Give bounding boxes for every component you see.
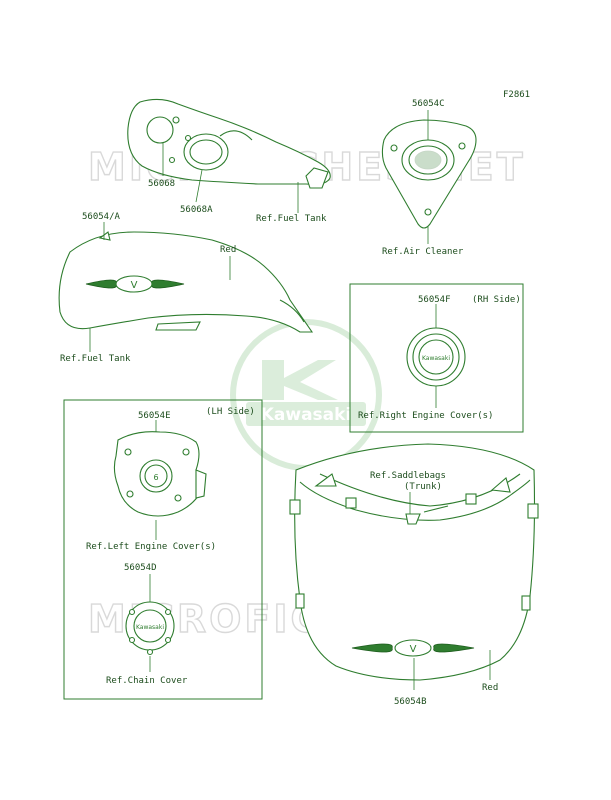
label-red-tank: Red [220,245,236,255]
fairing-trunk: V [289,443,539,690]
svg-text:V: V [410,644,417,655]
kawasaki-logo-watermark: Kawasaki [230,319,382,471]
label-ref-chain-cover: Ref.Chain Cover [106,676,188,686]
wing-emblem-tank: V [85,275,185,293]
label-ref-fuel-tank-top: Ref.Fuel Tank [256,214,327,224]
label-rh-side: (RH Side) [472,295,521,305]
svg-text:6: 6 [153,473,158,482]
rh-side-box [349,283,524,433]
label-56054e: 56054E [138,411,171,421]
right-engine-cover: Kawasaki [406,304,466,408]
fuel-tank-side-view: V [58,222,314,352]
label-56054b: 56054B [394,697,427,707]
svg-text:Kawasaki: Kawasaki [422,355,450,362]
svg-text:Kawasaki: Kawasaki [136,624,164,631]
label-56068: 56068 [148,179,175,189]
wing-emblem-fairing: V [351,639,475,657]
label-ref-saddlebags: Ref.Saddlebags [370,471,446,481]
label-56068a: 56068A [180,205,213,215]
label-56054d: 56054D [124,563,157,573]
label-lh-side: (LH Side) [206,407,255,417]
watermark-brand: Kawasaki [261,405,352,425]
diagram-code: F2861 [503,90,530,100]
label-ref-air-cleaner: Ref.Air Cleaner [382,247,464,257]
label-red-fairing: Red [482,683,498,693]
label-56054f: 56054F [418,295,451,305]
label-ref-right-engine-cover: Ref.Right Engine Cover(s) [358,411,493,421]
chain-cover: Kawasaki [125,574,175,672]
left-engine-cover: 6 [113,420,207,540]
air-cleaner [381,110,477,244]
fuel-tank-top-view [127,98,331,213]
label-56054c: 56054C [412,99,445,109]
label-ref-left-engine-cover: Ref.Left Engine Cover(s) [86,542,216,552]
svg-text:V: V [131,280,138,291]
label-ref-fuel-tank-side: Ref.Fuel Tank [60,354,131,364]
lh-side-box [63,399,263,700]
label-56054a: 56054/A [82,212,121,222]
label-trunk: (Trunk) [404,482,442,492]
